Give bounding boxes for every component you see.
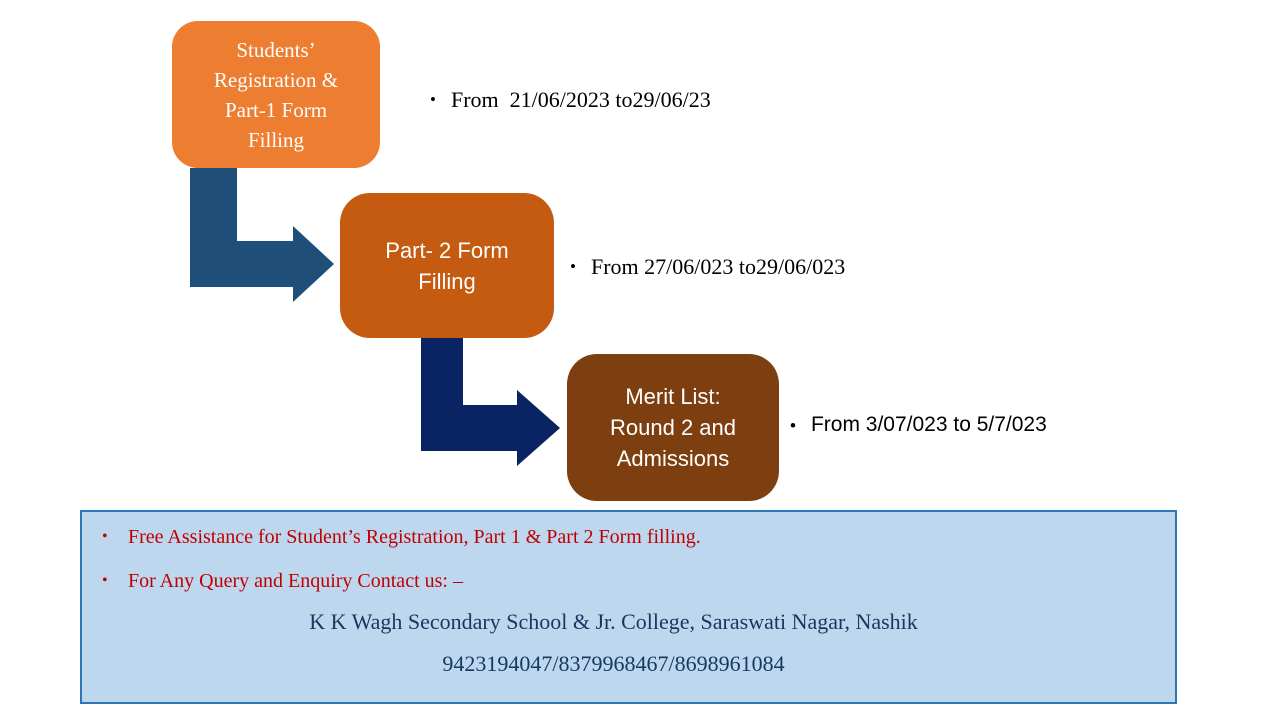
flow-step-2-box: Part- 2 Form Filling xyxy=(340,193,554,338)
info-bullet-text: Free Assistance for Student’s Registrati… xyxy=(128,526,701,548)
date-text: From 3/07/023 to 5/7/023 xyxy=(810,413,1047,436)
bullet-icon: • xyxy=(570,257,576,276)
flow-step-2-date: • From 27/06/023 to29/06/023 xyxy=(570,254,845,280)
label-line: Part-1 Form xyxy=(224,97,328,122)
label-line: Filling xyxy=(418,268,476,294)
label-line: Students’ xyxy=(236,37,316,62)
flow-step-3-date: • From 3/07/023 to 5/7/023 xyxy=(790,413,1047,437)
info-box: • Free Assistance for Student’s Registra… xyxy=(80,510,1177,704)
bullet-icon: • xyxy=(102,528,108,545)
label-line: Registration & xyxy=(213,67,339,92)
bullet-icon: • xyxy=(102,572,108,589)
flow-step-1-date: • From 21/06/2023 to29/06/23 xyxy=(430,87,711,113)
flow-step-3-label: Merit List: Round 2 and Admissions xyxy=(567,381,779,474)
date-text: From 27/06/023 to29/06/023 xyxy=(590,254,846,279)
label-line: Admissions xyxy=(616,446,730,471)
date-text: From 21/06/2023 to29/06/23 xyxy=(450,87,711,112)
contact-phone-line: 9423194047/8379968467/8698961084 xyxy=(442,651,785,676)
elbow-arrow-2-icon xyxy=(421,338,560,466)
bullet-icon: • xyxy=(790,416,796,435)
label-line: Filling xyxy=(247,127,305,152)
info-bullet-1: • Free Assistance for Student’s Registra… xyxy=(100,526,1165,549)
elbow-arrow-1-icon xyxy=(190,168,334,302)
flow-step-1-label: Students’ Registration & Part-1 Form Fil… xyxy=(172,35,380,155)
label-line: Part- 2 Form xyxy=(385,237,509,263)
info-bullet-2: • For Any Query and Enquiry Contact us: … xyxy=(100,570,1165,593)
elbow-arrow-2-shape xyxy=(421,338,560,466)
info-bullet-text: For Any Query and Enquiry Contact us: – xyxy=(128,570,463,592)
label-line: Merit List: xyxy=(625,384,721,409)
flow-step-3-box: Merit List: Round 2 and Admissions xyxy=(567,354,779,501)
elbow-arrow-1-shape xyxy=(190,168,334,302)
flow-step-1-box: Students’ Registration & Part-1 Form Fil… xyxy=(172,21,380,168)
flow-step-2-label: Part- 2 Form Filling xyxy=(340,235,554,297)
contact-school-line: K K Wagh Secondary School & Jr. College,… xyxy=(309,609,918,634)
label-line: Round 2 and xyxy=(610,415,736,440)
bullet-icon: • xyxy=(430,90,436,109)
